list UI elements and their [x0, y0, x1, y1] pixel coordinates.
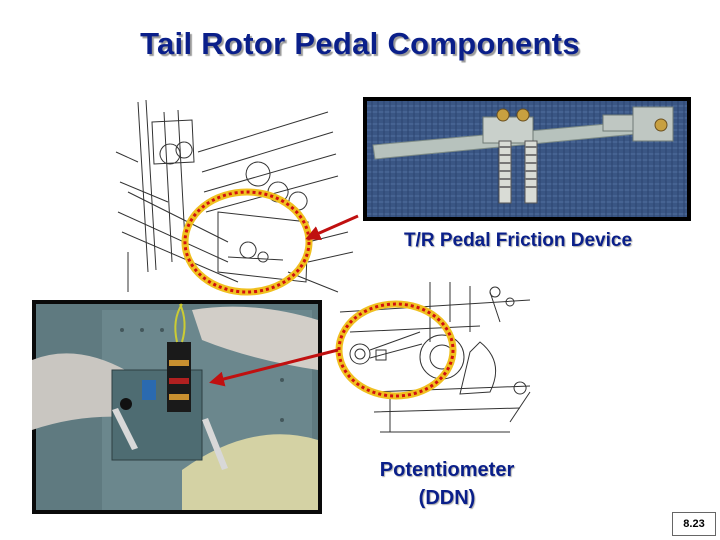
- potentiometer-photo: [32, 300, 322, 514]
- friction-device-label: T/R Pedal Friction Device: [358, 230, 678, 252]
- page-number: 8.23: [672, 512, 716, 536]
- slide-title: Tail Rotor Pedal Components: [140, 26, 580, 61]
- potentiometer-callout-arrow: [209, 348, 339, 387]
- pedal-assembly-drawing: [115, 99, 354, 293]
- potentiometer-label: Potentiometer (DDN): [352, 456, 542, 512]
- potentiometer-label-line2: (DDN): [418, 487, 476, 509]
- friction-callout-ellipse: [181, 188, 313, 296]
- friction-device-photo: [363, 97, 691, 221]
- potentiometer-label-line1: Potentiometer: [379, 459, 515, 481]
- potentiometer-callout-ellipse: [335, 300, 457, 400]
- friction-callout-arrow: [305, 214, 359, 241]
